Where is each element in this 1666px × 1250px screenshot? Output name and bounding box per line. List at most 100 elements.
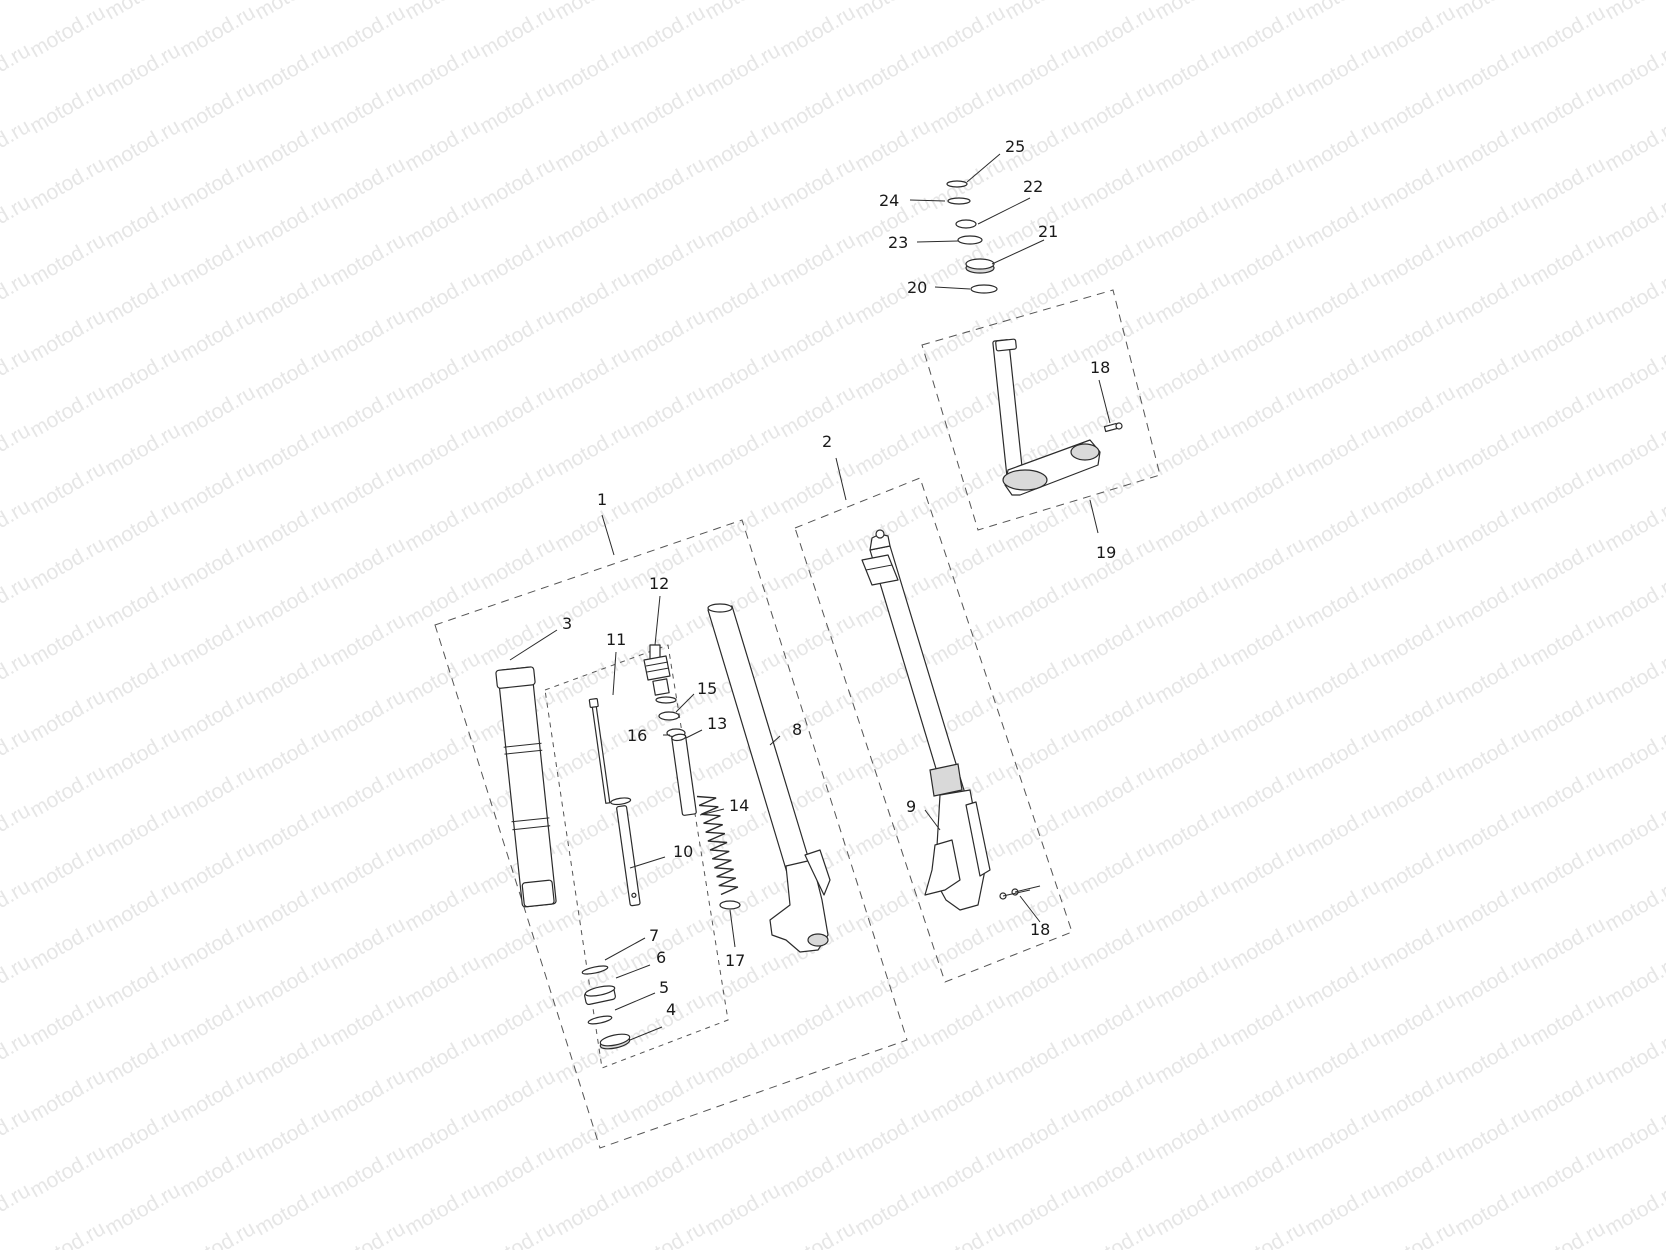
- watermark-text: motod.ru: [626, 153, 709, 214]
- watermark-text: motod.ru: [1151, 647, 1234, 708]
- watermark-text: motod.ru: [1526, 1217, 1609, 1250]
- watermark-text: motod.ru: [101, 39, 184, 100]
- callout-18b: 18: [1030, 920, 1050, 939]
- watermark-text: motod.ru: [701, 191, 784, 252]
- fork-slider-left: [707, 603, 831, 953]
- watermark-text: motod.ru: [401, 723, 484, 784]
- watermark-text: motod.ru: [401, 1027, 484, 1088]
- watermark-text: motod.ru: [1151, 1179, 1234, 1240]
- watermark-text: motod.ru: [1301, 267, 1384, 328]
- watermark-text: motod.ru: [26, 229, 109, 290]
- callout-15: 15: [697, 679, 717, 698]
- watermark-text: motod.ru: [1226, 1141, 1309, 1202]
- watermark-text: motod.ru: [401, 799, 484, 860]
- watermark-text: motod.ru: [1376, 229, 1459, 290]
- watermark-text: motod.ru: [926, 1065, 1009, 1126]
- fork-cap-adjuster: [643, 644, 677, 704]
- watermark-text: motod.ru: [926, 609, 1009, 670]
- watermark-text: motod.ru: [476, 989, 559, 1050]
- watermark-text: motod.ru: [776, 77, 859, 138]
- watermark-text: motod.ru: [1451, 0, 1534, 24]
- watermark-text: motod.ru: [101, 495, 184, 556]
- watermark-text: motod.ru: [1001, 647, 1084, 708]
- watermark-text: motod.ru: [326, 1065, 409, 1126]
- watermark-text: motod.ru: [1001, 799, 1084, 860]
- watermark-text: motod.ru: [326, 153, 409, 214]
- watermark-text: motod.ru: [1376, 77, 1459, 138]
- watermark-text: motod.ru: [251, 875, 334, 936]
- watermark-text: motod.ru: [1076, 913, 1159, 974]
- watermark-text: motod.ru: [1376, 1, 1459, 62]
- watermark-text: motod.ru: [326, 533, 409, 594]
- watermark-text: motod.ru: [251, 39, 334, 100]
- watermark-text: motod.ru: [1376, 381, 1459, 442]
- watermark-text: motod.ru: [176, 609, 259, 670]
- watermark-text: motod.ru: [851, 115, 934, 176]
- watermark-text: motod.ru: [851, 1179, 934, 1240]
- watermark-text: motod.ru: [626, 913, 709, 974]
- watermark-text: motod.ru: [1076, 609, 1159, 670]
- watermark-text: motod.ru: [1526, 77, 1609, 138]
- watermark-text: motod.ru: [1301, 1179, 1384, 1240]
- watermark-text: motod.ru: [251, 495, 334, 556]
- watermark-text: motod.ru: [1376, 761, 1459, 822]
- watermark-text: motod.ru: [1526, 913, 1609, 974]
- callout-22: 22: [1023, 177, 1043, 196]
- washer-23: [957, 235, 983, 245]
- watermark-text: motod.ru: [26, 1217, 109, 1250]
- watermark-text: motod.ru: [701, 1027, 784, 1088]
- watermark-text: motod.ru: [26, 609, 109, 670]
- watermark-text: motod.ru: [926, 381, 1009, 442]
- watermark-text: motod.ru: [1601, 799, 1666, 860]
- watermark-text: motod.ru: [476, 913, 559, 974]
- watermark-text: motod.ru: [101, 115, 184, 176]
- watermark-text: motod.ru: [251, 571, 334, 632]
- spring-washer: [719, 900, 741, 910]
- watermark-text: motod.ru: [1001, 571, 1084, 632]
- watermark-text: motod.ru: [101, 343, 184, 404]
- watermark-text: motod.ru: [626, 381, 709, 442]
- callout-14: 14: [729, 796, 749, 815]
- watermark-text: motod.ru: [101, 1179, 184, 1240]
- outer-tube-left: [495, 666, 557, 908]
- watermark-text: motod.ru: [176, 153, 259, 214]
- watermark-text: motod.ru: [1526, 609, 1609, 670]
- watermark-text: motod.ru: [1151, 799, 1234, 860]
- watermark-text: motod.ru: [26, 837, 109, 898]
- watermark-text: motod.ru: [1601, 1179, 1666, 1240]
- watermark-text: motod.ru: [1226, 153, 1309, 214]
- watermark-text: motod.ru: [1601, 39, 1666, 100]
- callout-10: 10: [673, 842, 693, 861]
- watermark-text: motod.ru: [1001, 1027, 1084, 1088]
- watermark-text: motod.ru: [176, 77, 259, 138]
- watermark-text: motod.ru: [26, 381, 109, 442]
- watermark-text: motod.ru: [551, 419, 634, 480]
- watermark-text: motod.ru: [101, 951, 184, 1012]
- watermark-text: motod.ru: [26, 153, 109, 214]
- watermark-text: motod.ru: [1451, 875, 1534, 936]
- watermark-text: motod.ru: [101, 723, 184, 784]
- watermark-text: motod.ru: [626, 1, 709, 62]
- watermark-text: motod.ru: [326, 229, 409, 290]
- watermark-text: motod.ru: [551, 875, 634, 936]
- watermark-text: motod.ru: [251, 951, 334, 1012]
- watermark-text: motod.ru: [1601, 571, 1666, 632]
- watermark-text: motod.ru: [401, 191, 484, 252]
- watermark-text: motod.ru: [1001, 951, 1084, 1012]
- watermark-text: motod.ru: [476, 305, 559, 366]
- watermark-text: motod.ru: [1601, 723, 1666, 784]
- watermark-text: motod.ru: [1526, 305, 1609, 366]
- watermark-text: motod.ru: [1301, 875, 1384, 936]
- watermark-text: motod.ru: [26, 1, 109, 62]
- watermark-text: motod.ru: [326, 1141, 409, 1202]
- watermark-text: motod.ru: [476, 1065, 559, 1126]
- watermark-text: motod.ru: [176, 1141, 259, 1202]
- callout-7: 7: [649, 926, 659, 945]
- leader-lines: [509, 153, 1111, 1041]
- watermark-text: motod.ru: [1076, 229, 1159, 290]
- watermark-text: motod.ru: [1601, 267, 1666, 328]
- watermark-text: motod.ru: [1151, 419, 1234, 480]
- watermark-text: motod.ru: [851, 419, 934, 480]
- watermark-text: motod.ru: [476, 609, 559, 670]
- watermark-text: motod.ru: [1451, 115, 1534, 176]
